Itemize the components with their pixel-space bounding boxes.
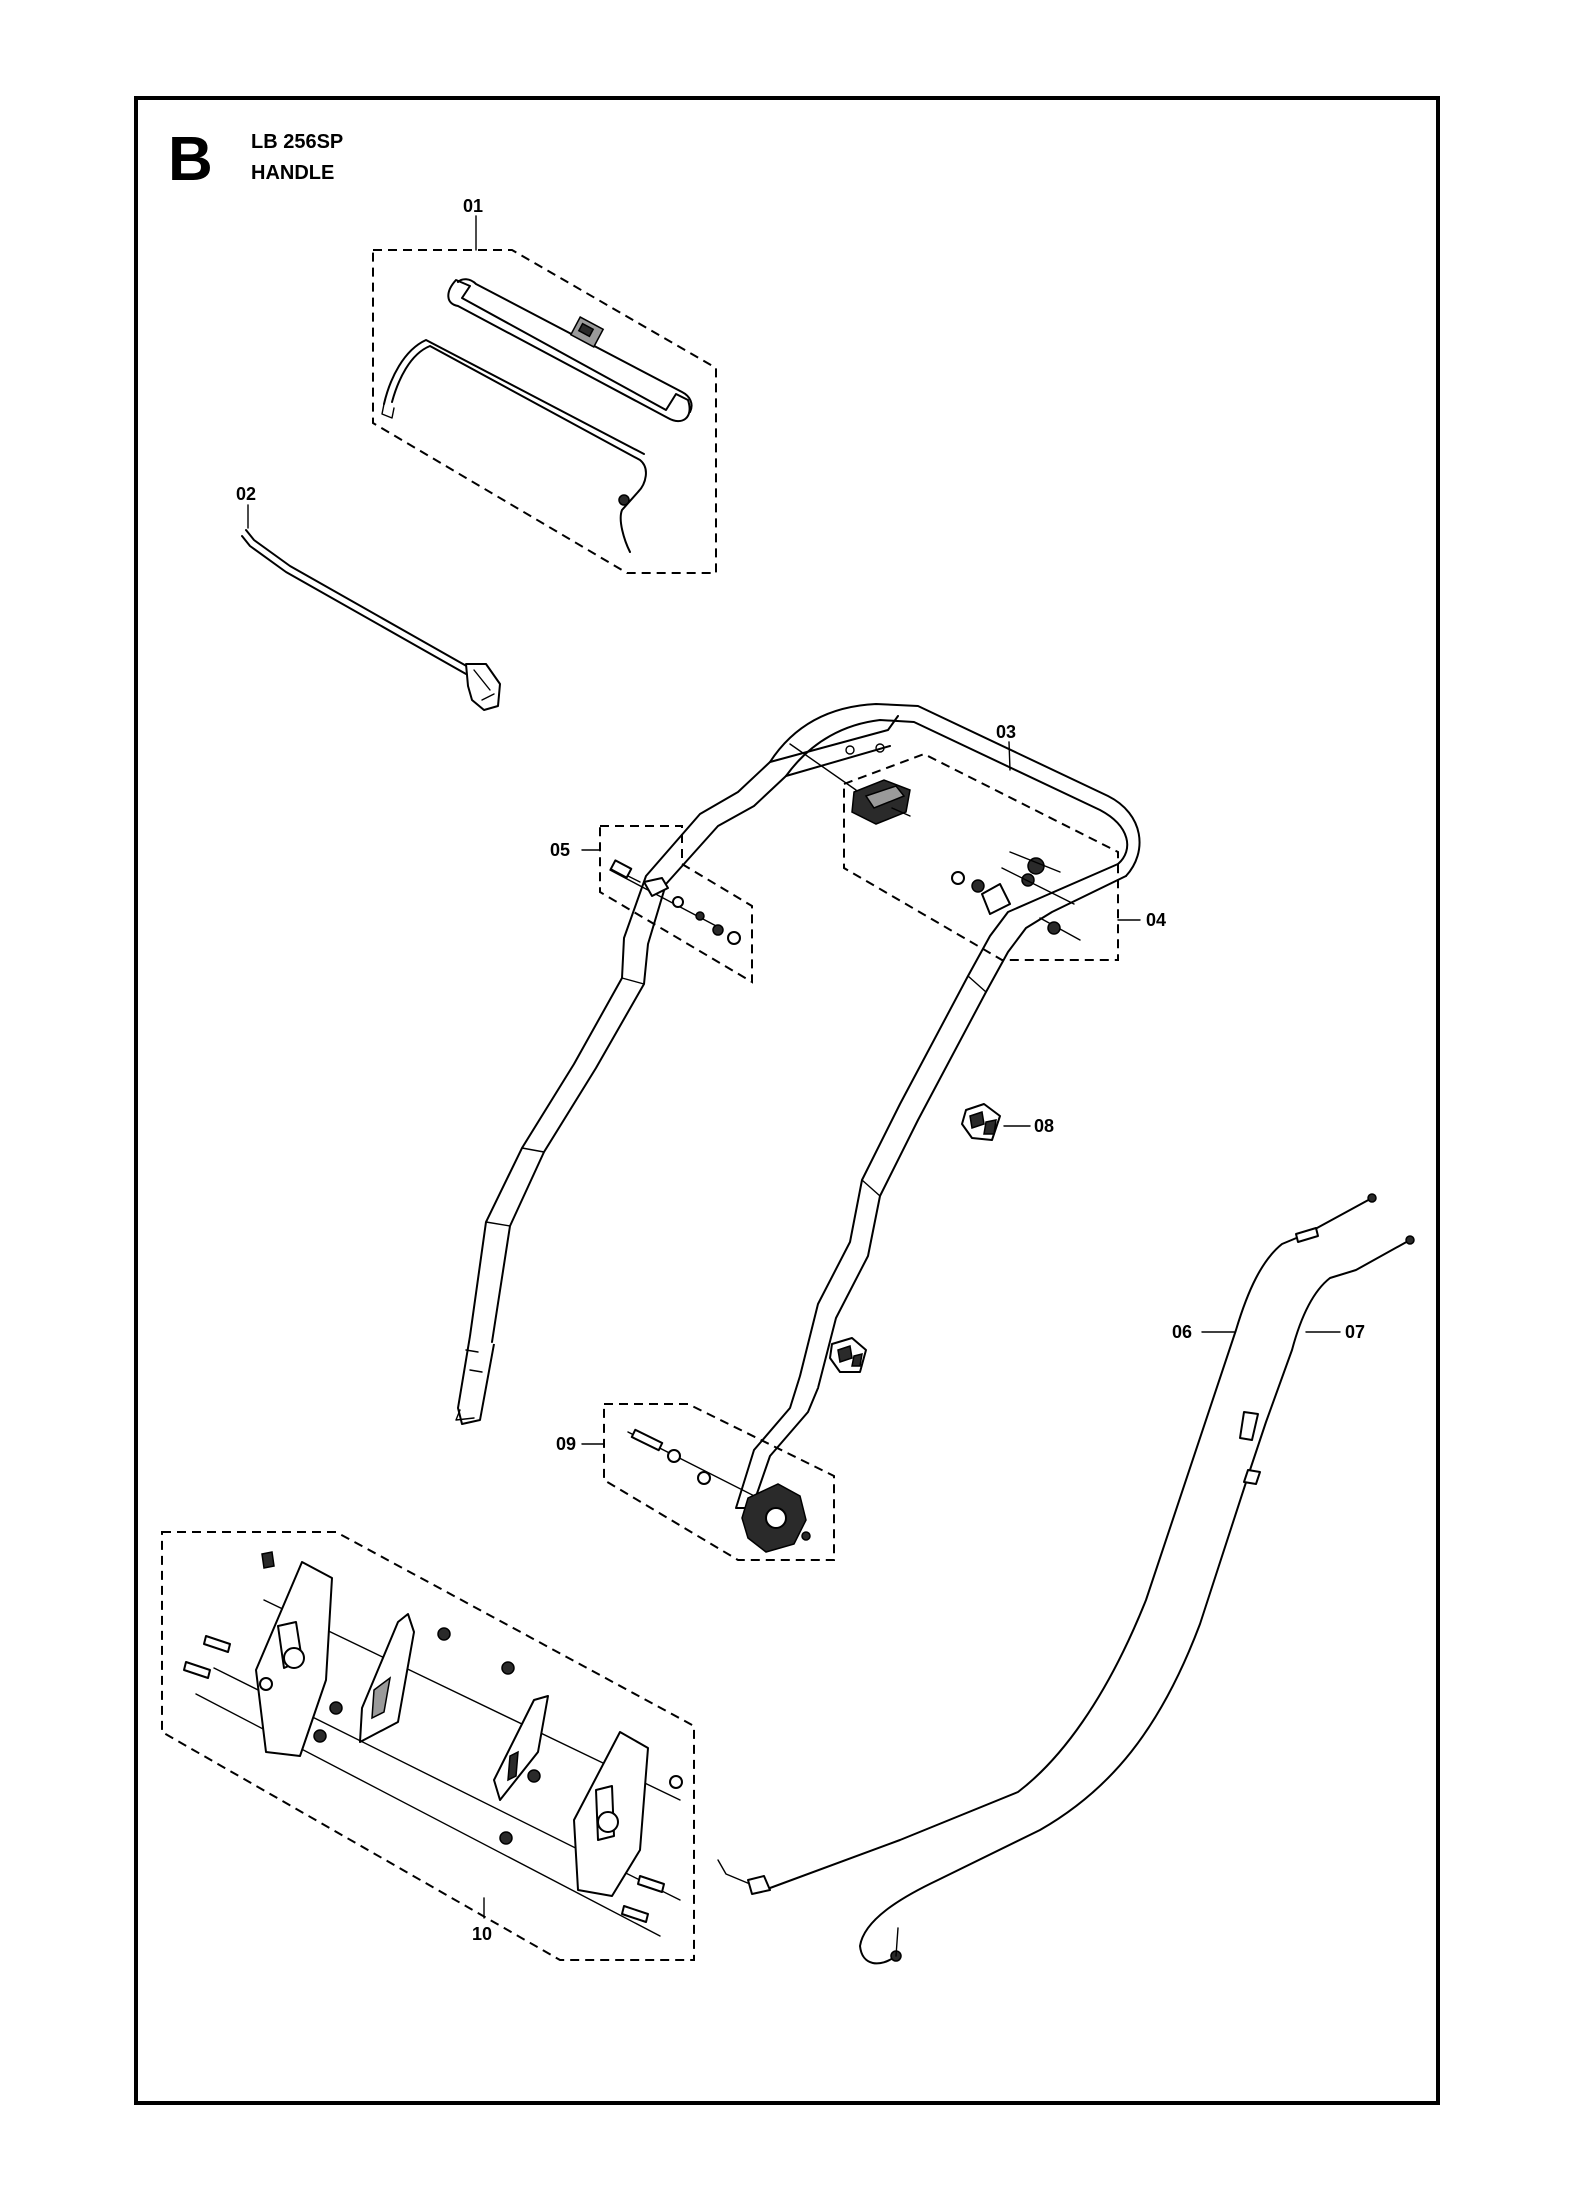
part-10-height-plates	[161, 1531, 695, 1961]
model-name: LB 256SP	[251, 131, 343, 153]
part-04-control-housing	[789, 743, 1141, 961]
callout-05: 05	[550, 840, 570, 860]
part-05-bolt-set	[581, 825, 753, 984]
part-07-cable	[859, 1235, 1415, 1965]
part-03-handle-frame	[455, 703, 1141, 1509]
callouts: 01 02 03 04 05 06 07 08 09 10	[236, 196, 1365, 1944]
callout-08: 08	[1034, 1116, 1054, 1136]
part-01-bail-handle	[372, 215, 717, 574]
part-08-clip	[961, 1103, 1031, 1141]
assembly-name: HANDLE	[251, 162, 334, 184]
callout-02: 02	[236, 484, 256, 504]
callout-04: 04	[1146, 910, 1166, 930]
callout-09: 09	[556, 1434, 576, 1454]
callout-01: 01	[463, 196, 483, 216]
page-frame	[134, 96, 1440, 2105]
part-02-rod	[241, 504, 501, 711]
part-09-handle-knob	[581, 1403, 835, 1561]
callout-03: 03	[996, 722, 1016, 742]
part-08-clip-second	[829, 1337, 867, 1373]
callout-07: 07	[1345, 1322, 1365, 1342]
part-06-cable	[717, 1193, 1377, 1895]
callout-10: 10	[472, 1924, 492, 1944]
callout-06: 06	[1172, 1322, 1192, 1342]
section-letter: B	[168, 125, 213, 194]
